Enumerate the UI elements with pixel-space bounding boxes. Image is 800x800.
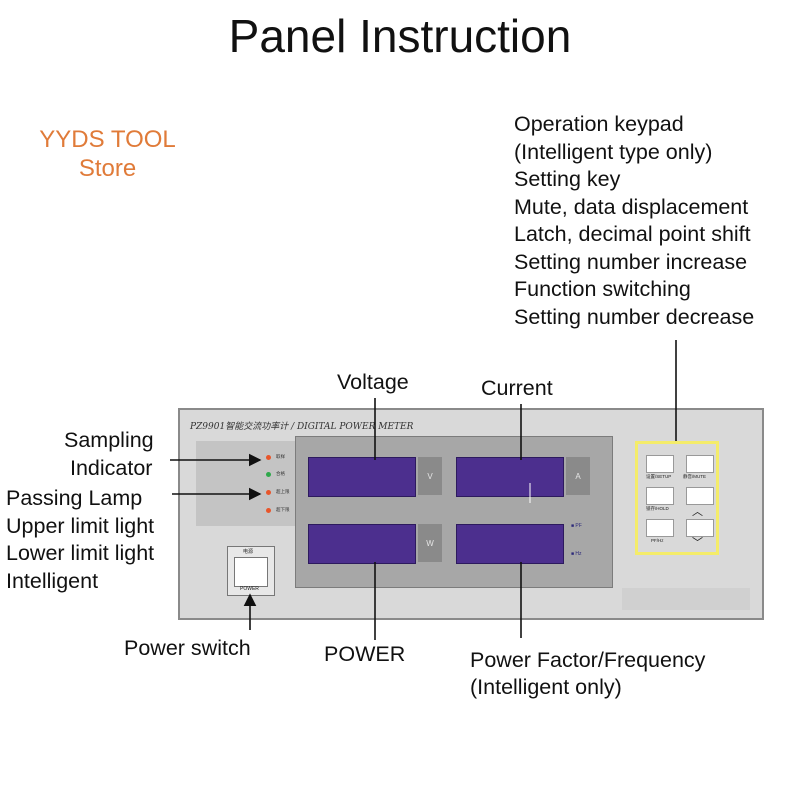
- chevron-down-icon: ﹀: [692, 537, 703, 549]
- passing-lamp: [266, 472, 271, 477]
- lower-limit-lamp-text: 超下限: [276, 507, 290, 512]
- lamp-label-list: Passing Lamp Upper limit light Lower lim…: [6, 485, 154, 595]
- store-name: YYDS TOOL: [39, 126, 176, 153]
- function-key[interactable]: [646, 519, 674, 537]
- sampling-label-line1: Sampling: [64, 428, 154, 452]
- keypad-label: Setting key: [514, 167, 621, 191]
- mute-key-label: 静音/MUTE: [683, 474, 706, 479]
- keypad-label-list: Operation keypad (Intelligent type only)…: [514, 111, 754, 331]
- upper-limit-lamp-text: 超上限: [276, 489, 290, 494]
- pf-label-line2: (Intelligent only): [470, 675, 622, 699]
- increase-key[interactable]: [686, 487, 714, 505]
- power-switch-bottom-text: POWER: [240, 586, 259, 592]
- current-display: [456, 457, 564, 497]
- pf-unit-text: PF: [575, 523, 582, 529]
- power-switch-top-text: 电源: [243, 549, 254, 555]
- upper-limit-lamp: [266, 490, 271, 495]
- indicator-lamp-panel: [196, 441, 296, 526]
- keypad-label: Operation keypad: [514, 112, 684, 136]
- sampling-label-line2: Indicator: [70, 456, 153, 480]
- voltage-label: Voltage: [337, 370, 409, 394]
- device-model-header: PZ9901智能交流功率计 / DIGITAL POWER METER: [190, 422, 414, 432]
- power-label: POWER: [324, 642, 406, 666]
- sampling-lamp-text: 取样: [276, 454, 285, 459]
- hz-indicator: ■ Hz: [571, 551, 582, 557]
- lamp-label: Passing Lamp: [6, 486, 143, 510]
- chevron-up-icon: ︿: [692, 506, 703, 518]
- current-label: Current: [481, 376, 553, 400]
- store-watermark: YYDS TOOL Store: [30, 125, 185, 183]
- lower-limit-lamp: [266, 508, 271, 513]
- store-suffix: Store: [78, 155, 137, 182]
- mute-key[interactable]: [686, 455, 714, 473]
- lamp-label: Lower limit light: [6, 541, 155, 565]
- operation-keypad: [635, 441, 719, 555]
- sampling-lamp: [266, 455, 271, 460]
- decrease-key[interactable]: [686, 519, 714, 537]
- page-title: Panel Instruction: [228, 10, 572, 62]
- lamp-label: Intelligent: [6, 568, 99, 593]
- power-unit: W: [418, 524, 442, 562]
- passing-lamp-text: 合格: [276, 471, 285, 476]
- function-key-label: PF/Hz: [651, 538, 664, 543]
- hold-key-label: 锁存/HOLD: [646, 506, 669, 511]
- keypad-label: Setting number increase: [514, 249, 748, 274]
- pf-label-line1: Power Factor/Frequency: [470, 648, 706, 672]
- power-switch-label: Power switch: [124, 636, 251, 660]
- keypad-label: Latch, decimal point shift: [514, 222, 751, 246]
- power-display: [308, 524, 416, 564]
- pf-frequency-display: [456, 524, 564, 564]
- hold-key[interactable]: [646, 487, 674, 505]
- lamp-label: Upper limit light: [6, 513, 155, 538]
- pf-indicator: ■ PF: [571, 523, 582, 529]
- power-switch-button[interactable]: [234, 557, 268, 587]
- keypad-label: Function switching: [514, 277, 691, 301]
- voltage-display: [308, 457, 416, 497]
- keypad-label: Setting number decrease: [514, 304, 755, 329]
- current-unit: A: [566, 457, 590, 495]
- voltage-unit: V: [418, 457, 442, 495]
- hz-unit-text: Hz: [575, 551, 582, 557]
- setup-key[interactable]: [646, 455, 674, 473]
- keypad-label: (Intelligent type only): [514, 139, 713, 164]
- setup-key-label: 设置/SETUP: [646, 474, 672, 479]
- keypad-label: Mute, data displacement: [514, 194, 749, 219]
- device-bottom-strip: [622, 588, 750, 610]
